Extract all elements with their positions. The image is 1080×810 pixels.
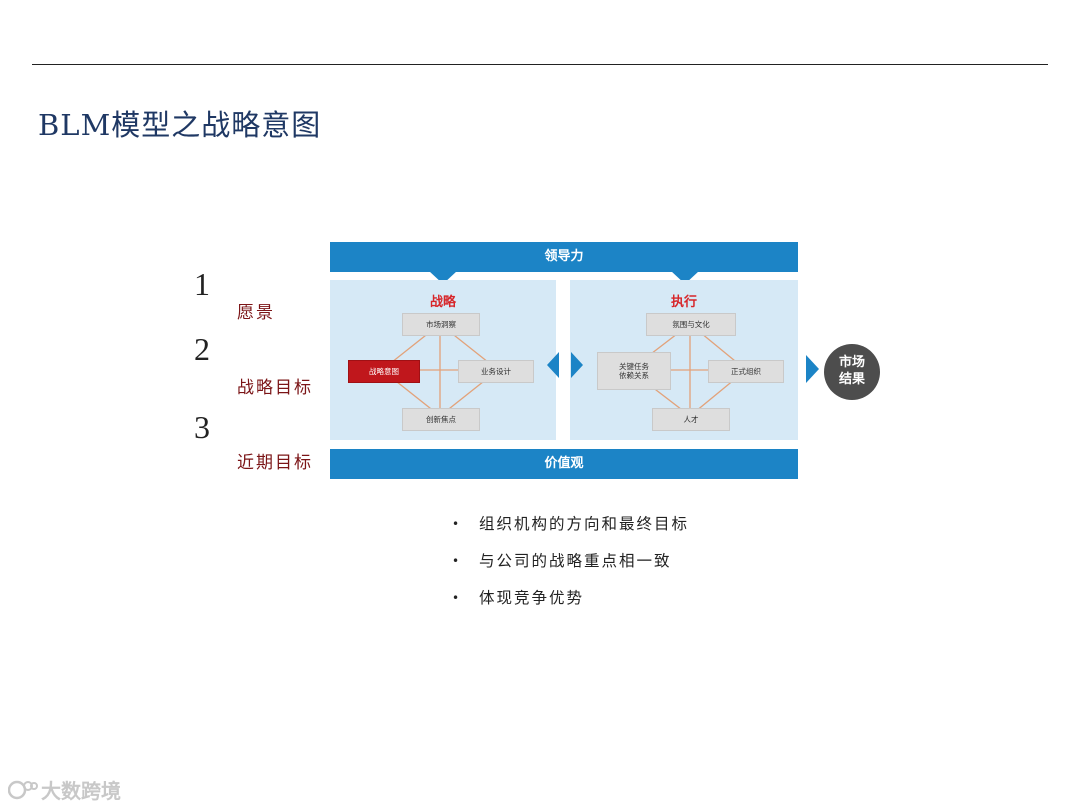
step-number-3: 3 bbox=[194, 409, 210, 445]
bullet-text: 体现竞争优势 bbox=[479, 589, 585, 607]
node-climate-culture: 氛围与文化 bbox=[646, 313, 736, 336]
execution-title: 执行 bbox=[670, 295, 697, 310]
leadership-band: 领导力 bbox=[330, 242, 798, 272]
blm-diagram: 领导力 战略 市场洞察 战略意图 业务设计 创新焦点 执行 氛围与文化 关键任务… bbox=[330, 242, 880, 480]
market-result-line2: 结果 bbox=[838, 372, 865, 387]
result-arrow-icon bbox=[806, 355, 819, 383]
execution-panel: 执行 氛围与文化 关键任务 依赖关系 正式组织 人才 bbox=[570, 280, 798, 440]
node-critical-tasks: 关键任务 依赖关系 bbox=[597, 352, 671, 390]
step-label-near-term-goal: 近期目标 bbox=[237, 453, 313, 473]
values-band: 价值观 bbox=[330, 449, 798, 479]
header-rule bbox=[32, 64, 1048, 65]
bullet-text: 组织机构的方向和最终目标 bbox=[479, 515, 690, 533]
node-innovation-focus: 创新焦点 bbox=[402, 408, 480, 431]
watermark: 大数跨境 bbox=[8, 775, 121, 804]
bullet-dot: • bbox=[452, 591, 462, 605]
strategy-title: 战略 bbox=[429, 295, 456, 310]
strategy-panel: 战略 市场洞察 战略意图 业务设计 创新焦点 bbox=[330, 280, 556, 440]
node-talent: 人才 bbox=[652, 408, 730, 431]
bullet-text: 与公司的战略重点相一致 bbox=[479, 552, 672, 570]
step-number-1: 1 bbox=[194, 266, 210, 302]
double-arrow-icon bbox=[547, 352, 583, 378]
market-result-circle: 市场 结果 bbox=[824, 344, 880, 400]
market-result-line1: 市场 bbox=[838, 355, 865, 371]
node-business-design: 业务设计 bbox=[458, 360, 534, 383]
watermark-logo-icon bbox=[8, 780, 38, 799]
list-item: • 与公司的战略重点相一致 bbox=[452, 549, 689, 586]
list-item: • 组织机构的方向和最终目标 bbox=[452, 512, 689, 549]
watermark-text: 大数跨境 bbox=[41, 779, 121, 803]
node-formal-organization: 正式组织 bbox=[708, 360, 784, 383]
page-title: BLM模型之战略意图 bbox=[38, 108, 322, 142]
bullet-dot: • bbox=[452, 517, 462, 531]
bullet-dot: • bbox=[452, 554, 462, 568]
list-item: • 体现竞争优势 bbox=[452, 586, 689, 623]
bullet-list: • 组织机构的方向和最终目标 • 与公司的战略重点相一致 • 体现竞争优势 bbox=[452, 512, 689, 623]
step-label-vision: 愿景 bbox=[237, 303, 275, 323]
step-number-2: 2 bbox=[194, 331, 210, 367]
node-market-insight: 市场洞察 bbox=[402, 313, 480, 336]
node-strategic-intent: 战略意图 bbox=[348, 360, 420, 383]
step-label-strategic-goal: 战略目标 bbox=[237, 378, 313, 398]
